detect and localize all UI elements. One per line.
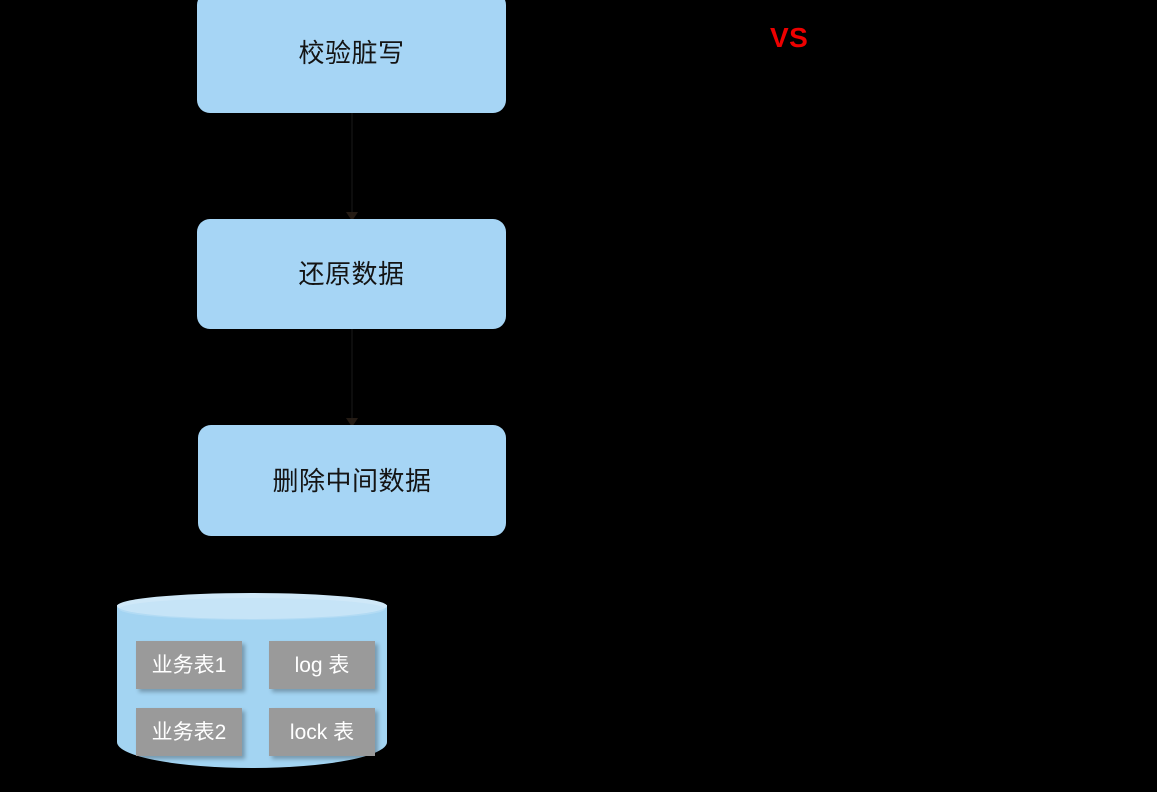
arrow-down-icon [346,418,358,427]
cylinder-top-shade [119,598,385,620]
db-table-label: 业务表2 [151,720,227,744]
database-cylinder[interactable]: 业务表1 log 表 业务表2 lock 表 [117,593,387,780]
db-table-lock-table[interactable]: lock 表 [269,708,375,756]
flow-step-label: 删除中间数据 [272,465,432,496]
db-table-business-table-1[interactable]: 业务表1 [136,641,242,689]
flow-step-label: 还原数据 [298,259,405,289]
db-table-label: lock 表 [289,720,355,744]
flow-step-delete-middle-data[interactable]: 删除中间数据 [198,425,506,536]
flow-step-label: 校验脏写 [298,37,405,68]
db-table-business-table-2[interactable]: 业务表2 [136,708,242,756]
connector-line-1 [351,113,353,219]
connector-line-2 [351,329,353,425]
db-table-label: 业务表1 [151,653,227,677]
arrow-down-icon [346,212,358,221]
flow-step-verify-dirty-write[interactable]: 校验脏写 [197,0,506,113]
flow-step-restore-data[interactable]: 还原数据 [197,219,506,329]
db-table-log-table[interactable]: log 表 [269,641,375,689]
db-table-label: log 表 [294,653,350,677]
comparison-vs-label: VS [770,22,809,53]
